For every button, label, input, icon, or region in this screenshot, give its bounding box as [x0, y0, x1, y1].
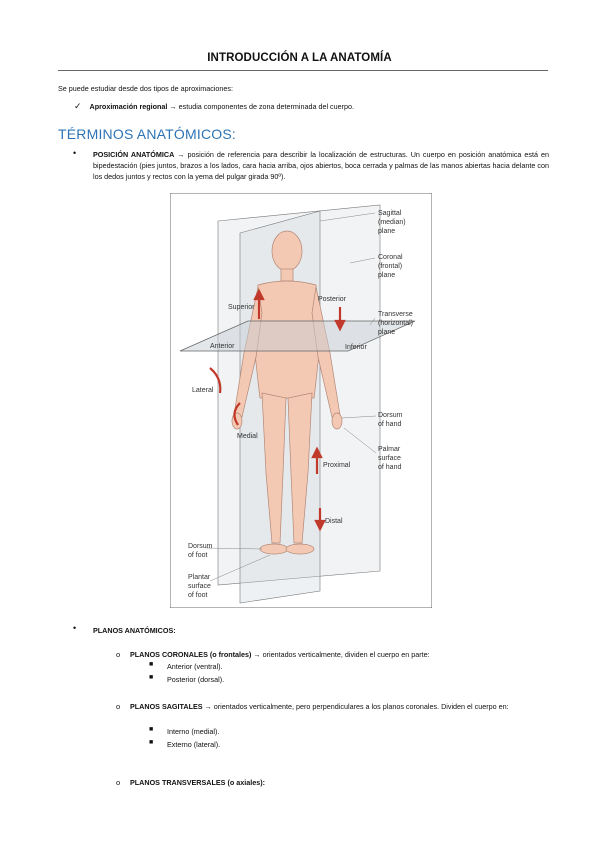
sagital-line: PLANOS SAGITALES → orientados verticalme…	[130, 701, 550, 712]
human-figure	[231, 230, 343, 555]
inferior-arrow-head	[334, 319, 346, 332]
circle-bullet-icon: o	[116, 650, 121, 659]
square-bullet-icon: ■	[149, 726, 154, 733]
transversal-line: PLANOS TRANSVERSALES (o axiales):	[130, 778, 265, 787]
circle-bullet-icon: o	[116, 778, 121, 787]
section-heading: TÉRMINOS ANATÓMICOS:	[58, 126, 236, 142]
label-medial: Medial	[237, 433, 258, 440]
approach-text: Aproximación regional → estudia componen…	[90, 101, 355, 112]
label-sagittal: Sagittal(median)plane	[378, 210, 406, 235]
label-transverse: Transverse(horizontal)plane	[378, 311, 413, 336]
coronal-bold: PLANOS CORONALES (o frontales)	[130, 650, 252, 659]
label-anterior: Anterior	[210, 343, 235, 350]
leader-lines	[205, 212, 377, 582]
circle-bullet-icon: o	[116, 702, 121, 711]
sagital-rest: → orientados verticalmente, pero perpend…	[202, 702, 509, 711]
bullet-icon: •	[73, 148, 77, 158]
coronal-line: PLANOS CORONALES (o frontales) → orienta…	[130, 649, 430, 660]
square-bullet-icon: ■	[149, 661, 154, 668]
planos-title: PLANOS ANATÓMICOS:	[93, 626, 176, 635]
label-lateral: Lateral	[192, 387, 214, 394]
medial-arrow	[233, 402, 241, 426]
label-posterior: Posterior	[318, 296, 347, 303]
label-inferior: Inferior	[345, 344, 367, 351]
coronal-item: Posterior (dorsal).	[167, 675, 225, 684]
title-rule	[58, 70, 548, 71]
page-title: INTRODUCCIÓN A LA ANATOMÍA	[207, 52, 392, 64]
intro-text: Se puede estudiar desde dos tipos de apr…	[58, 84, 234, 93]
proximal-arrow-head	[311, 446, 323, 459]
label-coronal: Coronal(frontal)plane	[378, 254, 403, 279]
sagital-bold: PLANOS SAGITALES	[130, 702, 203, 711]
pos-bold: POSICIÓN ANATÓMICA	[93, 150, 175, 159]
square-bullet-icon: ■	[149, 674, 154, 681]
label-distal: Distal	[325, 518, 343, 525]
lateral-arrow	[209, 367, 222, 394]
pos-rest: → posición de referencia para describir …	[93, 150, 549, 181]
sagital-item: Interno (medial).	[167, 727, 220, 736]
checkmark-icon: ✓	[74, 101, 82, 111]
coronal-rest: → orientados verticalmente, dividen el c…	[251, 650, 430, 659]
transverse-plane	[179, 320, 416, 352]
label-proximal: Proximal	[323, 462, 351, 469]
anatomical-position-paragraph: POSICIÓN ANATÓMICA → posición de referen…	[93, 149, 549, 182]
approach-item: ✓ Aproximación regional → estudia compon…	[74, 101, 354, 112]
label-superior: Superior	[228, 304, 255, 311]
sagital-item: Externo (lateral).	[167, 740, 221, 749]
distal-arrow-head	[314, 519, 326, 532]
direction-arrows	[209, 288, 346, 532]
coronal-item: Anterior (ventral).	[167, 662, 223, 671]
approach-bold: Aproximación regional	[89, 102, 168, 111]
anatomical-planes-figure: Sagittal(median)plane Coronal(frontal)pl…	[170, 193, 432, 608]
bullet-icon: •	[73, 623, 77, 633]
superior-arrow-head	[253, 288, 265, 301]
approach-rest: → estudia componentes de zona determinad…	[167, 102, 355, 111]
square-bullet-icon: ■	[149, 739, 154, 746]
